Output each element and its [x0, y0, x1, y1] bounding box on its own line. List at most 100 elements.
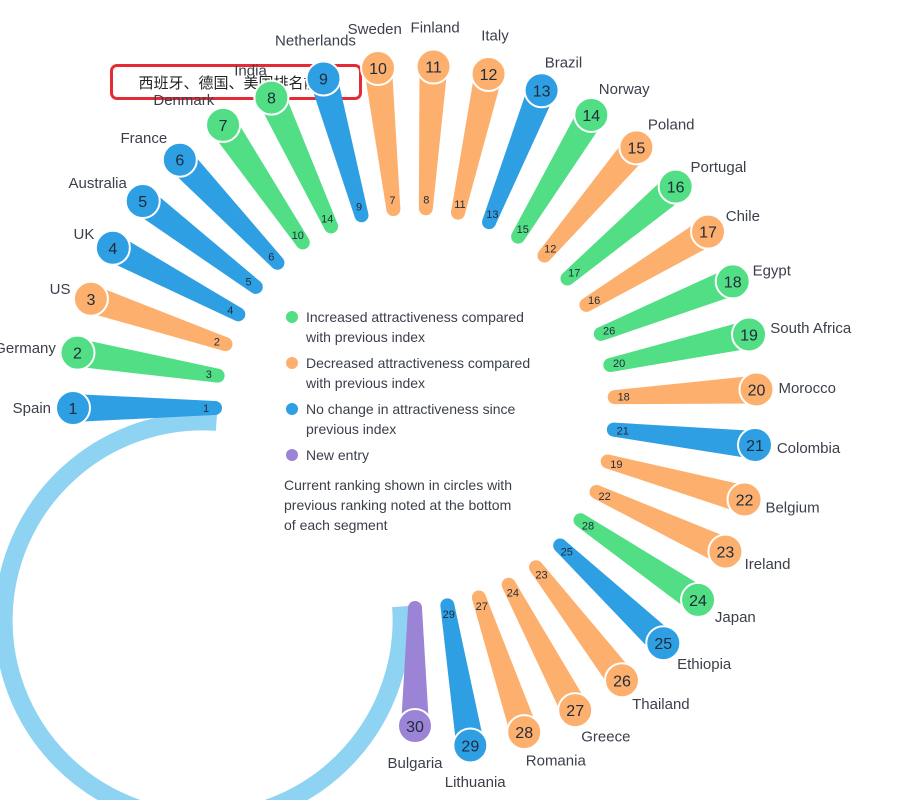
- bar-1: [73, 394, 215, 422]
- rank-circle-18: [714, 263, 751, 300]
- rank-label-26: 26: [613, 673, 631, 690]
- bar-29: [440, 604, 485, 748]
- rank-circle-10: [360, 50, 397, 87]
- country-label-23: Ireland: [745, 556, 791, 573]
- rank-circle-29: [452, 727, 489, 764]
- bar-11: [418, 65, 448, 209]
- bar-base-14: [511, 229, 526, 244]
- rank-label-20: 20: [748, 382, 766, 399]
- prev-rank-19: 20: [613, 358, 625, 370]
- prev-rank-8: 14: [321, 213, 333, 225]
- legend-text-no_change-0: No change in attractiveness since: [306, 401, 516, 417]
- rank-circle-6: [161, 141, 198, 178]
- bar-12: [451, 70, 503, 215]
- bar-19: [608, 320, 753, 372]
- rank-circle-25: [645, 625, 682, 662]
- prev-rank-1: 1: [203, 403, 209, 415]
- rank-label-27: 27: [566, 703, 584, 720]
- bar-base-28: [471, 590, 486, 605]
- prev-rank-20: 18: [618, 392, 630, 404]
- rank-circle-20: [738, 371, 775, 408]
- rank-label-16: 16: [667, 180, 685, 197]
- country-label-16: Portugal: [691, 159, 747, 176]
- rank-label-13: 13: [533, 83, 551, 100]
- bar-21: [613, 422, 757, 459]
- rank-circle-26: [603, 662, 640, 699]
- country-label-7: Denmark: [153, 92, 214, 109]
- country-label-17: Chile: [726, 208, 760, 225]
- bar-25: [555, 540, 673, 654]
- bar-15: [539, 138, 648, 261]
- bar-26: [530, 562, 634, 689]
- country-label-15: Poland: [648, 116, 695, 133]
- prev-rank-29: 29: [443, 609, 455, 621]
- country-label-1: Spain: [13, 400, 51, 417]
- legend-text-new-0: New entry: [306, 447, 369, 463]
- prev-rank-6: 6: [268, 251, 274, 263]
- country-label-30: Bulgaria: [387, 755, 443, 772]
- legend-note-0: Current ranking shown in circles with: [284, 477, 512, 493]
- rank-label-11: 11: [425, 60, 442, 77]
- rank-circle-17: [690, 213, 727, 250]
- prev-rank-11: 8: [423, 194, 429, 206]
- country-label-18: Egypt: [753, 262, 792, 279]
- rank-circle-14: [573, 96, 610, 133]
- country-label-26: Thailand: [632, 696, 690, 713]
- prev-rank-14: 15: [517, 224, 529, 236]
- country-label-21: Colombia: [777, 440, 841, 457]
- rank-label-24: 24: [689, 593, 707, 610]
- bar-18: [598, 268, 738, 341]
- prev-rank-4: 4: [227, 305, 233, 317]
- rank-circle-3: [72, 280, 109, 317]
- rank-circle-21: [736, 426, 773, 463]
- bar-base-21: [606, 422, 621, 437]
- bar-14: [512, 107, 604, 241]
- country-label-6: France: [120, 130, 167, 147]
- legend-dot-no_change: [286, 403, 298, 415]
- bar-24: [576, 514, 706, 612]
- rank-circle-8: [253, 79, 290, 116]
- legend-text-increased-1: with previous index: [305, 329, 425, 345]
- rank-circle-1: [55, 390, 91, 426]
- country-label-3: US: [50, 281, 71, 298]
- country-label-27: Greece: [581, 729, 630, 746]
- bar-base-17: [579, 297, 594, 312]
- rank-label-3: 3: [86, 292, 95, 309]
- legend-note-2: of each segment: [284, 517, 388, 533]
- bar-3: [86, 285, 228, 351]
- bar-base-5: [248, 279, 263, 294]
- bar-base-24: [573, 513, 588, 528]
- rank-circle-15: [618, 129, 655, 166]
- bar-22: [605, 454, 749, 513]
- prev-rank-15: 12: [544, 244, 556, 256]
- bar-9: [310, 74, 369, 218]
- prev-rank-3: 2: [214, 336, 220, 348]
- prev-rank-17: 16: [588, 295, 600, 307]
- bar-base-27: [501, 577, 516, 592]
- bar-17: [582, 219, 716, 311]
- bar-base-19: [603, 358, 618, 373]
- rank-label-18: 18: [724, 274, 742, 291]
- rank-label-15: 15: [628, 140, 646, 157]
- bar-base-4: [231, 307, 246, 322]
- bar-base-1: [208, 401, 222, 415]
- prev-rank-18: 26: [603, 326, 615, 338]
- prev-rank-22: 19: [610, 459, 622, 471]
- legend-dot-increased: [286, 311, 298, 323]
- prev-rank-25: 25: [561, 547, 573, 559]
- rank-label-25: 25: [654, 636, 672, 653]
- prev-rank-21: 21: [617, 426, 629, 438]
- country-label-20: Morocco: [778, 380, 836, 397]
- prev-rank-10: 7: [389, 195, 395, 207]
- bars-group: [55, 48, 775, 764]
- bar-base-26: [529, 560, 544, 575]
- prev-rank-13: 13: [486, 209, 498, 221]
- rank-label-9: 9: [319, 71, 328, 88]
- rank-label-2: 2: [73, 346, 82, 363]
- country-label-14: Norway: [599, 81, 650, 98]
- country-label-25: Ethiopia: [677, 656, 732, 673]
- rank-circle-5: [124, 183, 161, 220]
- country-label-24: Japan: [715, 609, 756, 626]
- country-label-13: Brazil: [545, 54, 583, 71]
